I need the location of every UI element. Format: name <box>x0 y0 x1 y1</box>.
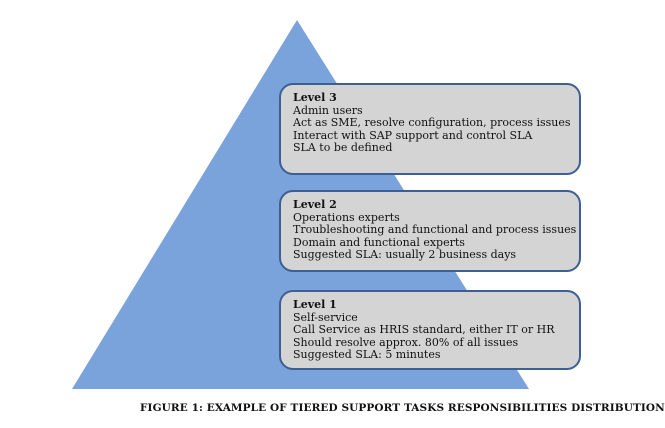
level-3-line-4: SLA to be defined <box>293 141 393 155</box>
level-2-line-2: Troubleshooting and functional and proce… <box>293 223 577 237</box>
level-1-line-1: Self-service <box>293 310 358 324</box>
level-1-line-4: Suggested SLA: 5 minutes <box>293 348 441 362</box>
level-1-line-3: Should resolve approx. 80% of all issues <box>293 335 519 349</box>
level-3-line-3: Interact with SAP support and control SL… <box>293 128 533 142</box>
level-2-line-3: Domain and functional experts <box>293 235 465 249</box>
level-2-box: Level 2 Operations experts Troubleshooti… <box>279 190 581 272</box>
level-3-line-1: Admin users <box>293 103 363 117</box>
level-2-line-4: Suggested SLA: usually 2 business days <box>293 248 517 262</box>
level-2-title: Level 2 <box>293 198 337 211</box>
figure-caption: FIGURE 1: EXAMPLE OF TIERED SUPPORT TASK… <box>140 402 665 414</box>
level-1-box: Level 1 Self-service Call Service as HRI… <box>279 290 581 370</box>
level-1-title: Level 1 <box>293 298 337 311</box>
level-2-line-1: Operations experts <box>293 210 400 224</box>
level-3-title: Level 3 <box>293 91 337 104</box>
level-3-box: Level 3 Admin users Act as SME, resolve … <box>279 83 581 175</box>
level-1-line-2: Call Service as HRIS standard, either IT… <box>293 323 555 337</box>
level-3-line-2: Act as SME, resolve configuration, proce… <box>293 116 571 130</box>
